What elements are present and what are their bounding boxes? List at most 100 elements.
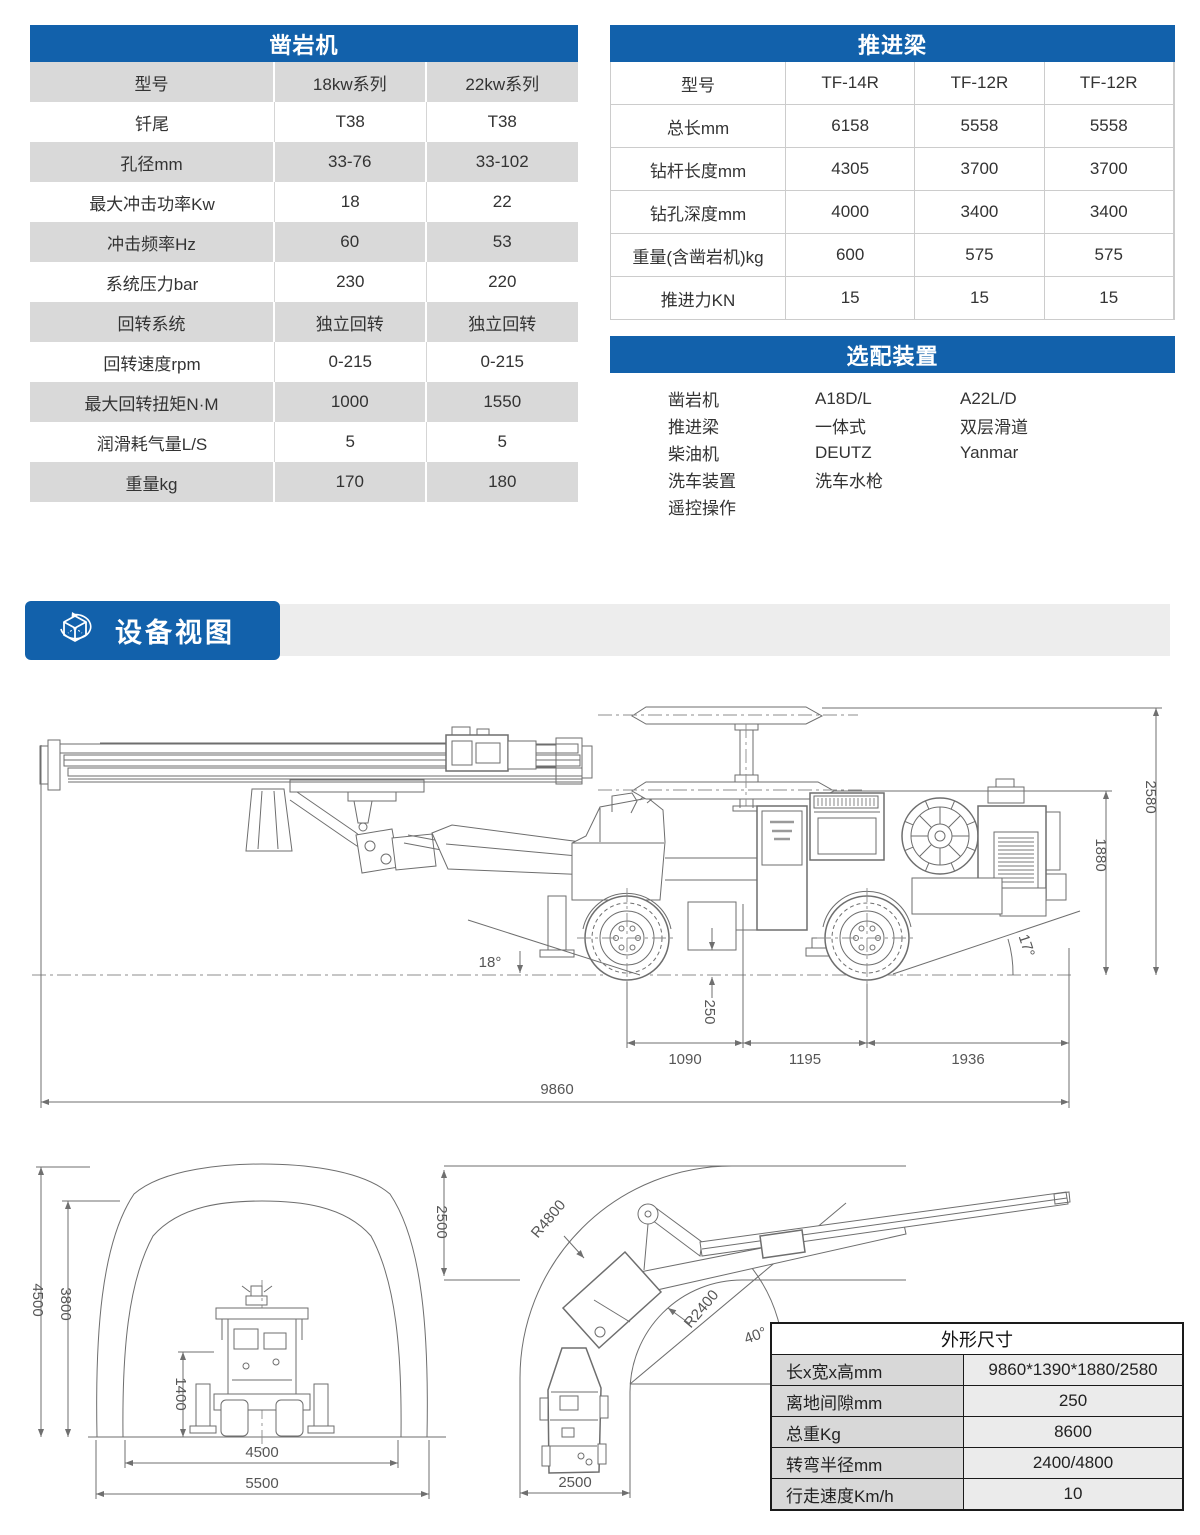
spec-value: 5558 xyxy=(1045,105,1174,147)
spec-value: TF-14R xyxy=(786,62,916,104)
spec-label: 长x宽x高mm xyxy=(772,1355,964,1385)
optional-equipment-title: 选配装置 xyxy=(610,336,1175,373)
spec-label: 孔径mm xyxy=(30,142,275,182)
spec-label: 重量kg xyxy=(30,462,275,502)
spec-label: 最大冲击功率Kw xyxy=(30,182,275,222)
overall-dimensions-table: 外形尺寸 长x宽x高mm 9860*1390*1880/2580 离地间隙mm … xyxy=(770,1322,1184,1511)
spec-value: 4305 xyxy=(786,148,916,190)
spec-label: 最大回转扭矩N·M xyxy=(30,382,275,422)
spec-value: 10 xyxy=(964,1479,1182,1509)
option-value: 双层滑道 xyxy=(960,418,1028,437)
spec-value: TF-12R xyxy=(1045,62,1174,104)
table-row: 离地间隙mm 250 xyxy=(772,1386,1182,1417)
dim-tunnel-outer-height: 4500 xyxy=(29,1283,46,1316)
spec-value: 33-102 xyxy=(475,152,529,171)
option-value: Yanmar xyxy=(960,442,1019,462)
dim-corridor-width-left: 2500 xyxy=(433,1205,450,1238)
spec-value: 15 xyxy=(915,277,1045,319)
spec-label: 冲击频率Hz xyxy=(30,222,275,262)
option-value: 一体式 xyxy=(815,418,866,437)
side-view-drawing: 18° 17° 2580 1880 250 1090 1195 1936 986… xyxy=(32,706,1162,1108)
table-row: 回转系统 独立回转 独立回转 xyxy=(30,302,578,342)
dim-wheelbase-3: 1936 xyxy=(951,1051,984,1068)
spec-value: 60 xyxy=(275,222,427,262)
spec-value: 230 xyxy=(275,262,427,302)
spec-value: 15 xyxy=(1045,277,1174,319)
table-row: 最大回转扭矩N·M 1000 1550 xyxy=(30,382,578,422)
spec-value: 2400/4800 xyxy=(964,1448,1182,1478)
dim-ground-clearance: 250 xyxy=(701,999,718,1024)
spec-value: 3700 xyxy=(1045,148,1174,190)
dim-tunnel-outer-width: 5500 xyxy=(245,1475,278,1492)
spec-label: 总长mm xyxy=(611,105,786,147)
option-row: 洗车装置 洗车水枪 xyxy=(668,466,1175,493)
spec-value: 0-215 xyxy=(275,342,427,382)
spec-value: 4000 xyxy=(786,191,916,233)
dim-tunnel-inner-height: 3800 xyxy=(57,1287,74,1320)
option-label: 洗车装置 xyxy=(668,472,736,491)
equipment-view-title: 设备视图 xyxy=(115,618,235,648)
spec-value: TF-12R xyxy=(915,62,1045,104)
spec-label: 回转系统 xyxy=(30,302,275,342)
spec-value: 220 xyxy=(488,272,517,291)
table-row: 最大冲击功率Kw 18 22 xyxy=(30,182,578,222)
dim-height-body: 1880 xyxy=(1092,838,1109,871)
spec-label: 回转速度rpm xyxy=(30,342,275,382)
overall-dimensions-title: 外形尺寸 xyxy=(772,1324,1182,1355)
table-row: 钻孔深度mm 4000 3400 3400 xyxy=(611,191,1174,234)
tunnel-cross-section-drawing: 4500 3800 1400 4500 5500 xyxy=(29,1163,446,1499)
spec-value: 9860*1390*1880/2580 xyxy=(964,1355,1182,1385)
spec-value: 15 xyxy=(786,277,916,319)
option-row: 柴油机 DEUTZ Yanmar xyxy=(668,439,1175,466)
table-row: 行走速度Km/h 10 xyxy=(772,1479,1182,1509)
dim-outer-radius: R4800 xyxy=(528,1197,569,1242)
table-row: 回转速度rpm 0-215 0-215 xyxy=(30,342,578,382)
table-row: 重量kg 170 180 xyxy=(30,462,578,502)
dim-rear-angle: 17° xyxy=(1015,932,1038,959)
table-row: 推进力KN 15 15 15 xyxy=(611,277,1174,319)
dim-wheelbase-1: 1090 xyxy=(668,1051,701,1068)
table-row: 钻杆长度mm 4305 3700 3700 xyxy=(611,148,1174,191)
spec-label: 离地间隙mm xyxy=(772,1386,964,1416)
spec-label: 型号 xyxy=(30,62,275,102)
spec-label: 转弯半径mm xyxy=(772,1448,964,1478)
option-value: A22L/D xyxy=(960,388,1017,408)
option-label: 遥控操作 xyxy=(668,499,736,518)
dim-inner-radius: R2400 xyxy=(681,1287,722,1332)
option-value: 洗车水枪 xyxy=(815,472,883,491)
dim-tunnel-inner-width: 4500 xyxy=(245,1444,278,1461)
cube-3d-icon xyxy=(60,611,92,642)
option-label: 凿岩机 xyxy=(668,391,719,410)
spec-value: 575 xyxy=(915,234,1045,276)
spec-label: 总重Kg xyxy=(772,1417,964,1447)
spec-label: 重量(含凿岩机)kg xyxy=(611,234,786,276)
table-row: 型号 TF-14R TF-12R TF-12R xyxy=(611,62,1174,105)
spec-value: 3400 xyxy=(1045,191,1174,233)
dim-machine-height: 1400 xyxy=(172,1377,189,1410)
spec-value: 5 xyxy=(275,422,427,462)
spec-value: 575 xyxy=(1045,234,1174,276)
spec-value: 8600 xyxy=(964,1417,1182,1447)
option-row: 推进梁 一体式 双层滑道 xyxy=(668,412,1175,439)
option-row: 凿岩机 A18D/L A22L/D xyxy=(668,385,1175,412)
technical-drawings: 18° 17° 2580 1880 250 1090 1195 1936 986… xyxy=(29,706,1162,1499)
spec-value: 18kw系列 xyxy=(275,62,427,102)
table-row: 孔径mm 33-76 33-102 xyxy=(30,142,578,182)
table-row: 长x宽x高mm 9860*1390*1880/2580 xyxy=(772,1355,1182,1386)
spec-value: 5558 xyxy=(915,105,1045,147)
feed-beam-table: 推进梁 型号 TF-14R TF-12R TF-12R 总长mm 6158 55… xyxy=(610,25,1175,320)
dim-articulation-angle: 40° xyxy=(742,1324,769,1348)
spec-label: 钻杆长度mm xyxy=(611,148,786,190)
option-value: DEUTZ xyxy=(815,442,872,462)
spec-value: 180 xyxy=(488,472,517,491)
spec-value: 独立回转 xyxy=(468,314,537,334)
dim-wheelbase-2: 1195 xyxy=(789,1051,821,1068)
spec-label: 钻孔深度mm xyxy=(611,191,786,233)
banner-strip xyxy=(279,604,1170,656)
spec-value: 250 xyxy=(964,1386,1182,1416)
table-row: 转弯半径mm 2400/4800 xyxy=(772,1448,1182,1479)
spec-label: 钎尾 xyxy=(30,102,275,142)
spec-label: 推进力KN xyxy=(611,277,786,319)
spec-value: 1000 xyxy=(275,382,427,422)
